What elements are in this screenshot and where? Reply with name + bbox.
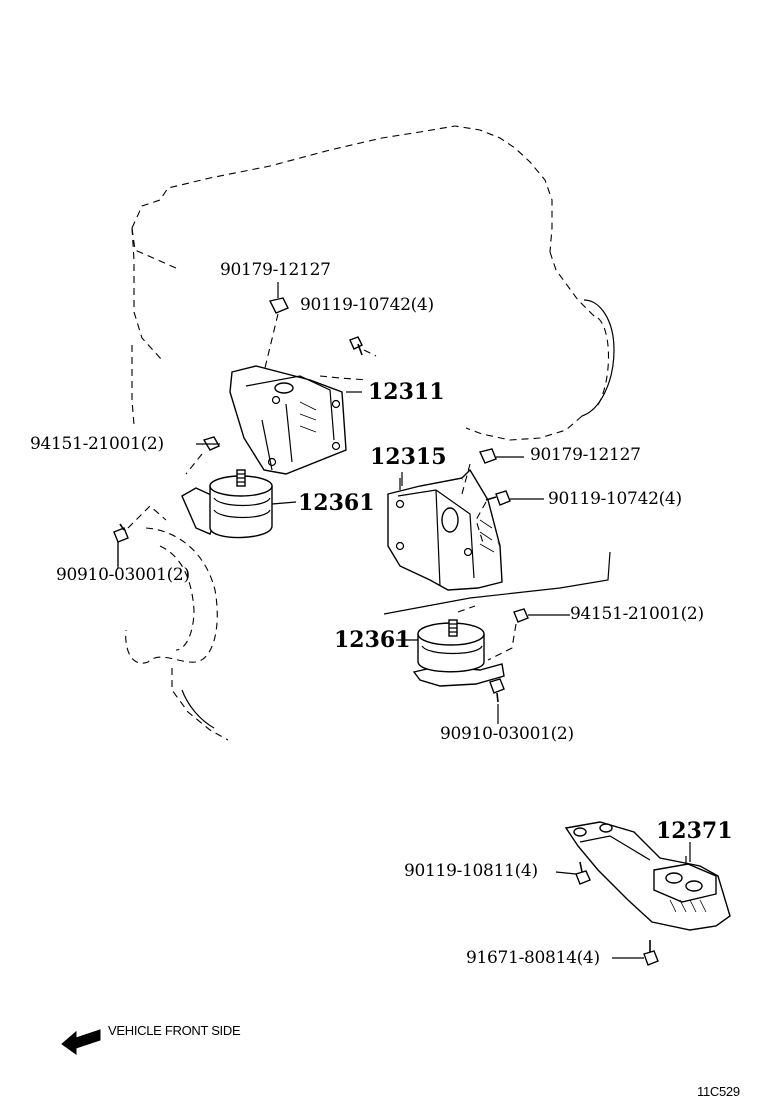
label-90119-right: 90119-10742(4)	[548, 489, 682, 509]
front-cover-outline	[125, 527, 229, 741]
figure-code: 11C529	[697, 1084, 740, 1099]
bolt-90119-right	[475, 490, 544, 547]
label-12361-left: 12361	[298, 490, 375, 516]
bolt-90910-left	[113, 505, 167, 568]
label-90179-right: 90179-12127	[530, 445, 641, 465]
insulator-12361-right	[396, 619, 505, 687]
engine-outline	[131, 125, 615, 441]
bolt-90119-10811	[555, 861, 591, 885]
label-94151-left: 94151-21001(2)	[30, 434, 164, 454]
label-90910-right: 90910-03001(2)	[440, 724, 574, 744]
bolt-90910-right	[489, 678, 505, 724]
rear-mount-12371	[564, 821, 731, 931]
insulator-12361-left	[181, 469, 297, 539]
label-91671-80814: 91671-80814(4)	[466, 948, 600, 968]
label-90119-10811: 90119-10811(4)	[404, 861, 538, 881]
label-90910-left: 90910-03001(2)	[56, 565, 190, 585]
nut-90179-top	[263, 297, 289, 373]
label-12315: 12315	[370, 444, 447, 470]
nut-90179-right	[461, 448, 524, 495]
label-90119-top: 90119-10742(4)	[300, 295, 434, 315]
nut-94151-left	[185, 436, 220, 475]
bolt-90119-top	[349, 336, 377, 357]
nut-94151-right	[487, 608, 570, 661]
bracket-12315	[387, 468, 503, 591]
label-12361-right: 12361	[334, 627, 411, 653]
label-90179-top: 90179-12127	[220, 260, 331, 280]
front-direction-label: VEHICLE FRONT SIDE	[108, 1023, 241, 1038]
leader-lines	[117, 282, 691, 862]
bracket-12311	[229, 365, 362, 475]
label-94151-right: 94151-21001(2)	[570, 604, 704, 624]
front-arrow-icon	[61, 1029, 101, 1055]
frame-lines	[383, 551, 611, 615]
bolt-91671-80814	[612, 940, 659, 966]
label-12311: 12311	[368, 379, 445, 405]
label-12371: 12371	[656, 818, 733, 844]
